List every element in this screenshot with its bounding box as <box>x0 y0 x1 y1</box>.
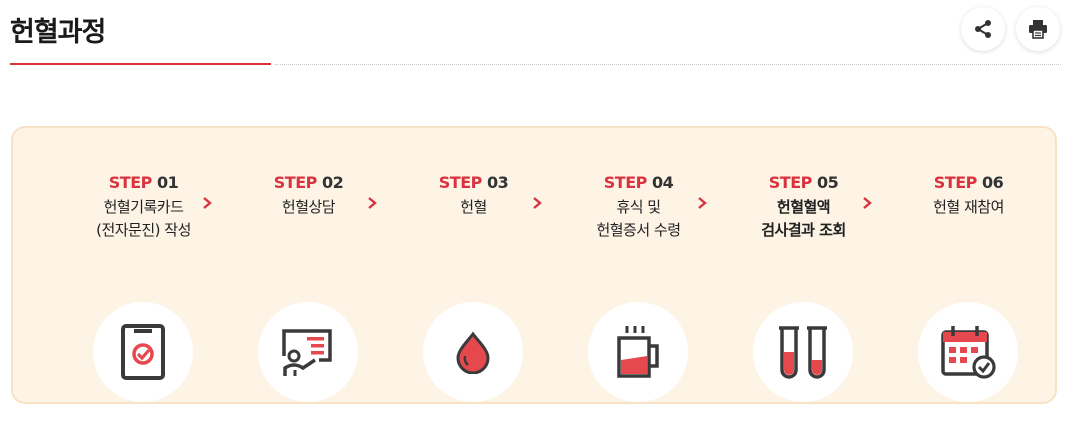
step-number: 01 <box>156 173 179 192</box>
donation-steps-panel: STEP 01 헌혈기록카드 (전자문진) 작성 STEP 02 헌혈상담 <box>11 126 1057 404</box>
clipboard-check-icon <box>121 324 165 380</box>
step-04: STEP 04 휴식 및 헌혈증서 수령 <box>556 172 721 402</box>
share-button[interactable] <box>961 7 1005 51</box>
step-word: STEP <box>768 173 813 192</box>
step-heading: STEP 06 <box>886 172 1051 194</box>
print-icon <box>1029 20 1047 39</box>
consultation-icon <box>282 329 332 376</box>
step-number: 06 <box>981 173 1004 192</box>
step-05: STEP 05 헌혈혈액 검사결과 조회 <box>721 172 886 402</box>
step-number: 02 <box>321 173 344 192</box>
share-icon <box>975 20 991 38</box>
step-icon-circle <box>258 302 358 402</box>
step-icon-circle <box>918 302 1018 402</box>
chevron-right-icon <box>533 197 542 209</box>
step-01: STEP 01 헌혈기록카드 (전자문진) 작성 <box>61 172 226 402</box>
page-title: 헌혈과정 <box>10 17 106 48</box>
step-description: 헌혈혈액 검사결과 조회 <box>761 198 846 239</box>
chevron-right-icon <box>863 197 872 209</box>
step-number: 04 <box>651 173 674 192</box>
step-icon-circle <box>423 302 523 402</box>
step-word: STEP <box>438 173 483 192</box>
step-heading: STEP 01 <box>61 172 226 194</box>
step-word: STEP <box>273 173 318 192</box>
step-heading: STEP 04 <box>556 172 721 194</box>
chevron-right-icon <box>368 197 377 209</box>
title-underline <box>10 63 271 65</box>
step-02: STEP 02 헌혈상담 <box>226 172 391 402</box>
drink-cup-icon <box>617 326 659 378</box>
print-button[interactable] <box>1016 7 1060 51</box>
step-06: STEP 06 헌혈 재참여 <box>886 172 1051 402</box>
step-description: 헌혈상담 <box>281 198 336 216</box>
test-tubes-icon <box>779 326 827 379</box>
step-heading: STEP 02 <box>226 172 391 194</box>
step-number: 05 <box>816 173 839 192</box>
step-icon-circle <box>93 302 193 402</box>
step-number: 03 <box>486 173 509 192</box>
step-description: 헌혈 <box>460 198 487 216</box>
blood-drop-icon <box>456 331 490 374</box>
step-word: STEP <box>603 173 648 192</box>
step-description: 헌혈 재참여 <box>933 198 1004 216</box>
step-description: 휴식 및 헌혈증서 수령 <box>596 198 681 239</box>
step-word: STEP <box>108 173 153 192</box>
calendar-check-icon <box>941 326 996 379</box>
step-03: STEP 03 헌혈 <box>391 172 556 402</box>
step-word: STEP <box>933 173 978 192</box>
step-heading: STEP 03 <box>391 172 556 194</box>
title-divider <box>275 64 1061 65</box>
chevron-right-icon <box>203 197 212 209</box>
step-heading: STEP 05 <box>721 172 886 194</box>
chevron-right-icon <box>698 197 707 209</box>
step-icon-circle <box>753 302 853 402</box>
step-icon-circle <box>588 302 688 402</box>
step-description: 헌혈기록카드 (전자문진) 작성 <box>96 198 191 239</box>
